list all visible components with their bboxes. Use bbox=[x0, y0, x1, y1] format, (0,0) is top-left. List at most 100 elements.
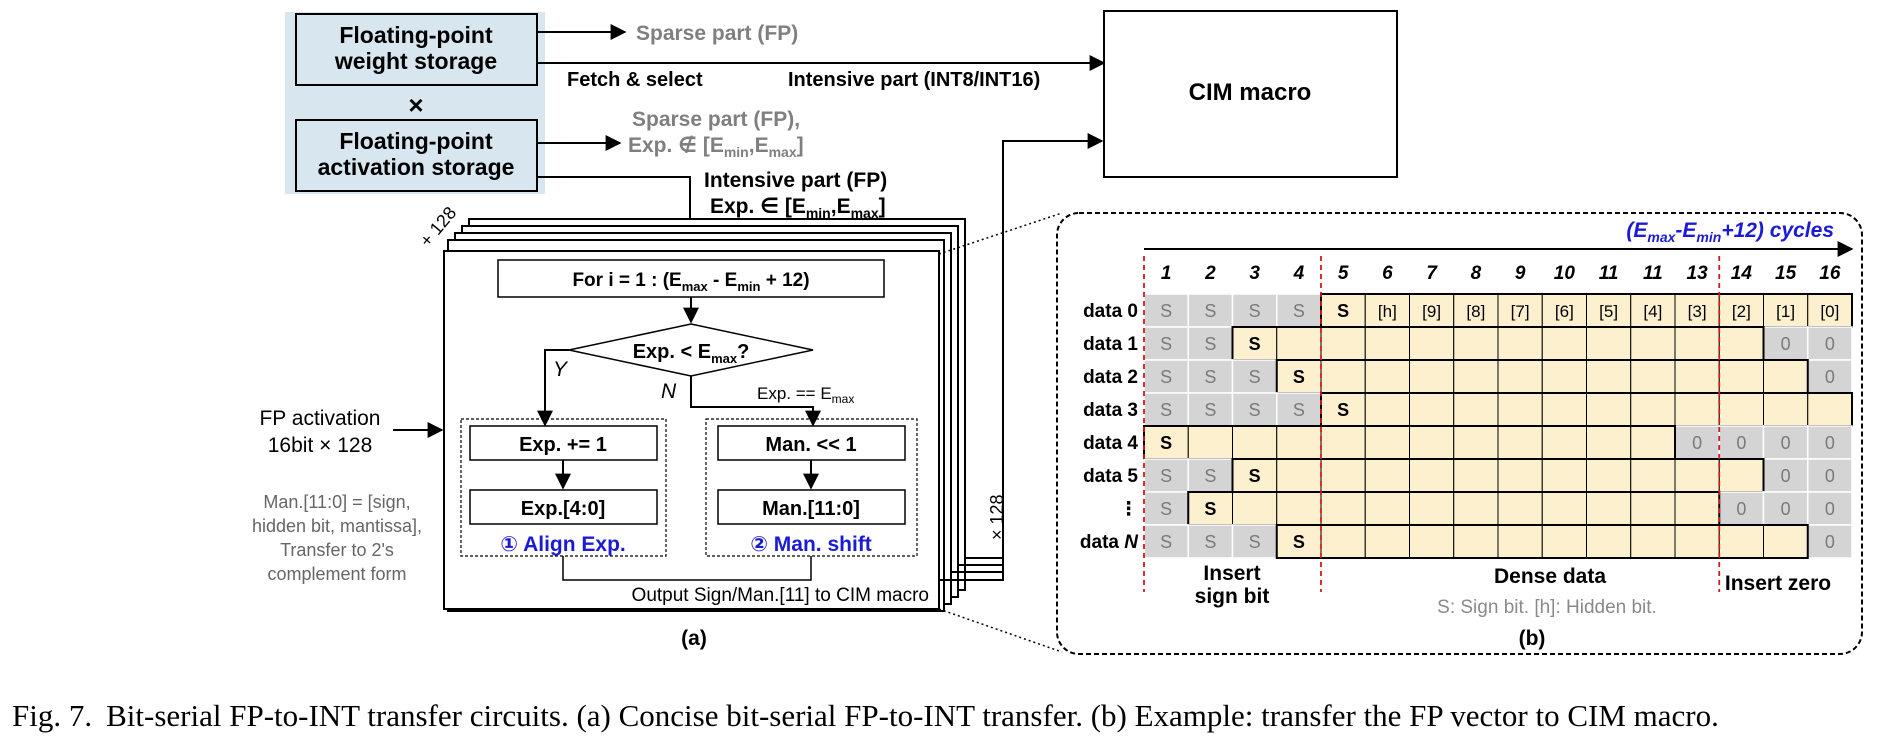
man-note-3: Transfer to 2's bbox=[280, 540, 394, 560]
activation-storage-box bbox=[295, 119, 538, 192]
bit-value: [5] bbox=[1599, 302, 1618, 321]
bit-cell bbox=[1409, 392, 1455, 427]
label-intensive-fp: Intensive part (FP) bbox=[704, 169, 887, 192]
exp-bits-text: Exp.[4:0] bbox=[521, 498, 605, 520]
bit-cell bbox=[1232, 425, 1278, 460]
bit-cell bbox=[1453, 359, 1499, 394]
bit-cell bbox=[1630, 524, 1676, 559]
bit-cell bbox=[1763, 293, 1809, 328]
weight-storage-box bbox=[295, 13, 538, 86]
label-intensive-int: Intensive part (INT8/INT16) bbox=[788, 69, 1040, 91]
bit-value: S bbox=[1337, 301, 1349, 321]
bit-cell bbox=[1497, 425, 1543, 460]
cond-prefix: Exp. < E bbox=[633, 341, 711, 363]
bit-cell bbox=[1630, 392, 1676, 427]
bit-cell bbox=[1541, 524, 1587, 559]
row-label: data N bbox=[1080, 532, 1139, 553]
output-line bbox=[562, 556, 812, 581]
bit-value: S bbox=[1160, 367, 1172, 387]
for-loop-prefix: For i = 1 : (E bbox=[572, 270, 681, 291]
cim-macro-box bbox=[1103, 10, 1398, 178]
bit-value: [8] bbox=[1466, 302, 1485, 321]
bit-cell bbox=[1232, 326, 1278, 361]
row-label: ⋮ bbox=[1119, 499, 1138, 520]
bit-cell bbox=[1409, 326, 1455, 361]
bit-cell bbox=[1364, 293, 1410, 328]
bit-value: S bbox=[1204, 400, 1216, 420]
column-header: 10 bbox=[1554, 263, 1576, 284]
bit-value: S bbox=[1204, 301, 1216, 321]
bit-value: 0 bbox=[1825, 499, 1835, 519]
bit-cell bbox=[1320, 359, 1366, 394]
bit-value: S bbox=[1160, 499, 1172, 519]
bit-cell bbox=[1807, 293, 1853, 328]
bit-cell bbox=[1674, 491, 1720, 526]
exp-bits-box bbox=[469, 489, 658, 525]
bit-value: S bbox=[1249, 367, 1261, 387]
bit-cell bbox=[1409, 491, 1455, 526]
bit-cell bbox=[1453, 392, 1499, 427]
bit-cell bbox=[1718, 359, 1764, 394]
bit-cell bbox=[1453, 491, 1499, 526]
bit-value: 0 bbox=[1736, 433, 1746, 453]
bit-value: S bbox=[1293, 400, 1305, 420]
times-sign: × bbox=[408, 90, 423, 120]
eq-prefix: Exp. == E bbox=[757, 384, 832, 403]
bit-cell bbox=[1586, 524, 1632, 559]
bit-cell bbox=[1231, 392, 1278, 427]
bit-cell bbox=[1320, 326, 1366, 361]
bit-cell bbox=[1763, 359, 1809, 394]
label-no: N bbox=[661, 380, 677, 403]
output-bus bbox=[939, 133, 1104, 581]
dense-outline bbox=[1275, 524, 1809, 559]
bit-cell bbox=[1232, 491, 1278, 526]
bit-cell bbox=[1409, 524, 1455, 559]
bit-cell bbox=[1807, 425, 1853, 460]
bit-value: 0 bbox=[1825, 532, 1835, 552]
bit-cell bbox=[1143, 359, 1189, 394]
exp-inc-text: Exp. += 1 bbox=[519, 434, 607, 456]
bit-cell bbox=[1320, 491, 1366, 526]
weight-storage-line2: weight storage bbox=[334, 48, 497, 74]
column-header: 3 bbox=[1249, 263, 1260, 284]
bit-cell bbox=[1497, 359, 1543, 394]
column-header: 16 bbox=[1819, 263, 1841, 284]
row-label: data 0 bbox=[1083, 301, 1138, 322]
bit-cell bbox=[1187, 293, 1234, 328]
bit-value: S bbox=[1160, 433, 1172, 453]
bit-cell bbox=[1586, 458, 1632, 493]
insert-sign-line1: Insert bbox=[1203, 562, 1260, 585]
align-label: ① Align Exp. bbox=[500, 533, 626, 556]
bit-value: [0] bbox=[1820, 302, 1839, 321]
bit-cell bbox=[1630, 326, 1676, 361]
column-header: 6 bbox=[1382, 263, 1393, 284]
bit-value: 0 bbox=[1736, 499, 1746, 519]
row-label: data 3 bbox=[1083, 400, 1138, 421]
bit-cell bbox=[1718, 392, 1764, 427]
bit-cell bbox=[1276, 425, 1322, 460]
caption-fig-number: Fig. 7. bbox=[12, 698, 93, 733]
bit-cell bbox=[1630, 458, 1676, 493]
exp-not-in-text: Exp. ∉ [E bbox=[628, 134, 724, 157]
cim-macro-label: CIM macro bbox=[1189, 79, 1312, 106]
bit-value: S bbox=[1160, 301, 1172, 321]
exp-inc-box bbox=[469, 425, 658, 461]
column-header: 11 bbox=[1643, 263, 1663, 284]
bit-value: S bbox=[1204, 367, 1216, 387]
bit-cell bbox=[1364, 458, 1410, 493]
bit-cell bbox=[1674, 326, 1720, 361]
bit-cell bbox=[1453, 425, 1499, 460]
bit-cell bbox=[1409, 458, 1455, 493]
bit-cell bbox=[1763, 524, 1809, 559]
bit-cell bbox=[1807, 491, 1853, 526]
bit-value: S bbox=[1204, 334, 1216, 354]
column-header: 7 bbox=[1426, 263, 1438, 284]
bit-cell bbox=[1541, 458, 1587, 493]
bit-value: 0 bbox=[1781, 499, 1791, 519]
bit-cell bbox=[1763, 392, 1809, 427]
bit-value: S bbox=[1293, 301, 1305, 321]
bit-cell bbox=[1497, 326, 1543, 361]
bit-cell bbox=[1541, 392, 1587, 427]
bit-cell bbox=[1630, 425, 1676, 460]
row-label: data 2 bbox=[1083, 367, 1138, 388]
